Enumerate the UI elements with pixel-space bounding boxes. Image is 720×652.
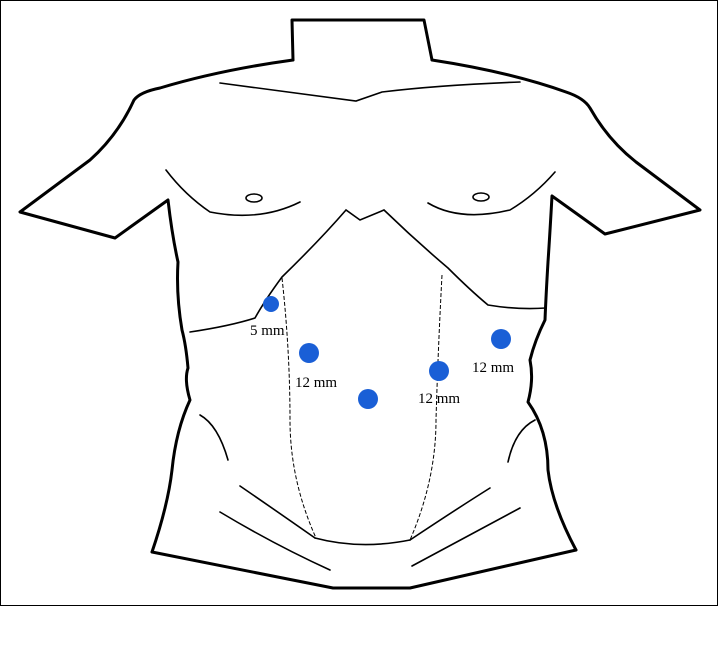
left-lower-groin-line bbox=[219, 511, 331, 571]
trocar-ports bbox=[263, 296, 511, 409]
nipples bbox=[245, 192, 490, 203]
port-marker-12mm-right bbox=[299, 343, 319, 363]
port-marker-12mm-left-lateral bbox=[491, 329, 511, 349]
port-labels: 5 mm 12 mm 12 mm 12 mm bbox=[250, 323, 514, 407]
rib-cage-line bbox=[189, 208, 547, 333]
port-marker-umbilical bbox=[358, 389, 378, 409]
port-label-12mm-right: 12 mm bbox=[295, 375, 337, 391]
right-pectoral-line bbox=[427, 171, 556, 216]
right-hip-line bbox=[507, 419, 536, 463]
semilunar-lines bbox=[281, 274, 443, 541]
right-inguinal-line bbox=[409, 487, 491, 541]
port-marker-5mm bbox=[263, 296, 279, 312]
port-label-12mm-left-lateral: 12 mm bbox=[472, 360, 514, 376]
right-nipple bbox=[472, 192, 490, 202]
left-clavicle-line bbox=[219, 81, 521, 102]
left-pectoral-line bbox=[165, 169, 301, 217]
left-inguinal-line bbox=[239, 485, 316, 539]
torso-outline bbox=[18, 18, 702, 590]
abdomen-lower-curve bbox=[314, 537, 411, 546]
port-label-5mm: 5 mm bbox=[250, 323, 285, 339]
right-semilunar-line bbox=[409, 274, 443, 541]
left-semilunar-line bbox=[281, 277, 317, 539]
left-hip-line bbox=[199, 414, 229, 461]
diagram-frame bbox=[0, 0, 718, 606]
left-nipple bbox=[245, 193, 263, 203]
anatomy-lines bbox=[165, 81, 556, 571]
right-lower-groin-line bbox=[411, 507, 521, 567]
port-marker-12mm-left-medial bbox=[429, 361, 449, 381]
port-label-12mm-left-medial: 12 mm bbox=[418, 391, 460, 407]
